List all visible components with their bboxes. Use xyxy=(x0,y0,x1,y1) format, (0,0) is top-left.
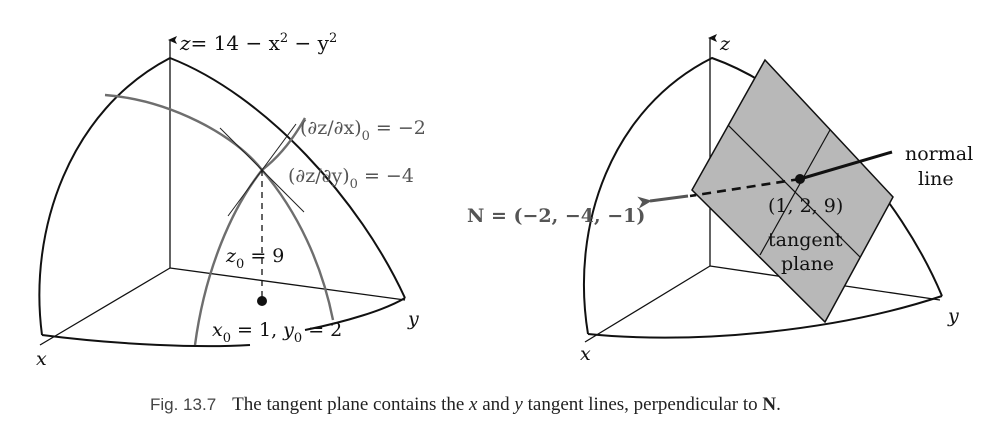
caption-text: The tangent plane contains the x and y t… xyxy=(232,394,781,415)
tangent-plane xyxy=(691,58,894,324)
plane-grid-line-2 xyxy=(759,129,831,256)
left-axis-y-label: y xyxy=(407,308,419,330)
normal-line-label-2: line xyxy=(918,168,954,190)
right-axis-y-label: y xyxy=(947,305,959,327)
plane-grid-line-1 xyxy=(727,124,861,258)
left-dzdy-label: (∂z/∂y)0 = −4 xyxy=(288,165,414,192)
left-diagram: z= 14 − x2 − y2 (∂z/∂x)0 = −2 (∂z/∂y)0 =… xyxy=(36,31,426,370)
figure-number: Fig. 13.7 xyxy=(150,395,217,414)
tangent-plane-label-1: tangent xyxy=(768,229,843,251)
left-y-axis xyxy=(169,267,406,301)
right-surface-base-curve xyxy=(587,295,943,339)
right-x-axis xyxy=(584,265,711,343)
figure-caption: Fig. 13.7 The tangent plane contains the … xyxy=(150,394,1000,416)
tangent-point xyxy=(795,174,805,184)
point-label: (1, 2, 9) xyxy=(768,195,843,217)
left-surface-base-curve-right xyxy=(304,297,406,331)
left-surface-equation: z= 14 − x2 − y2 xyxy=(179,31,337,55)
left-surface-outer-curve xyxy=(38,56,406,336)
left-x0y0-label: x0 = 1, y0 = 2 xyxy=(212,319,342,346)
left-z0-label: z0 = 9 xyxy=(225,245,284,272)
left-y-slice-curve xyxy=(193,117,307,346)
normal-vector-arrow xyxy=(637,194,689,209)
normal-vector-label: N = (−2, −4, −1) xyxy=(467,205,645,227)
left-surface-base-curve xyxy=(41,334,251,348)
normal-dashed-segment xyxy=(689,177,801,198)
left-x-axis xyxy=(39,267,171,346)
left-base-point xyxy=(257,296,267,306)
right-diagram: z x y normal line N = (−2, −4, −1) (1, 2… xyxy=(467,33,973,365)
tangent-plane-label-2: plane xyxy=(781,253,834,275)
right-axis-x-label: x xyxy=(580,343,591,365)
normal-line-label-1: normal xyxy=(905,143,973,165)
normal-line-segment xyxy=(799,150,893,181)
left-axis-x-label: x xyxy=(36,348,47,370)
right-axis-z-label: z xyxy=(719,33,731,55)
left-dzdx-label: (∂z/∂x)0 = −2 xyxy=(300,117,426,144)
